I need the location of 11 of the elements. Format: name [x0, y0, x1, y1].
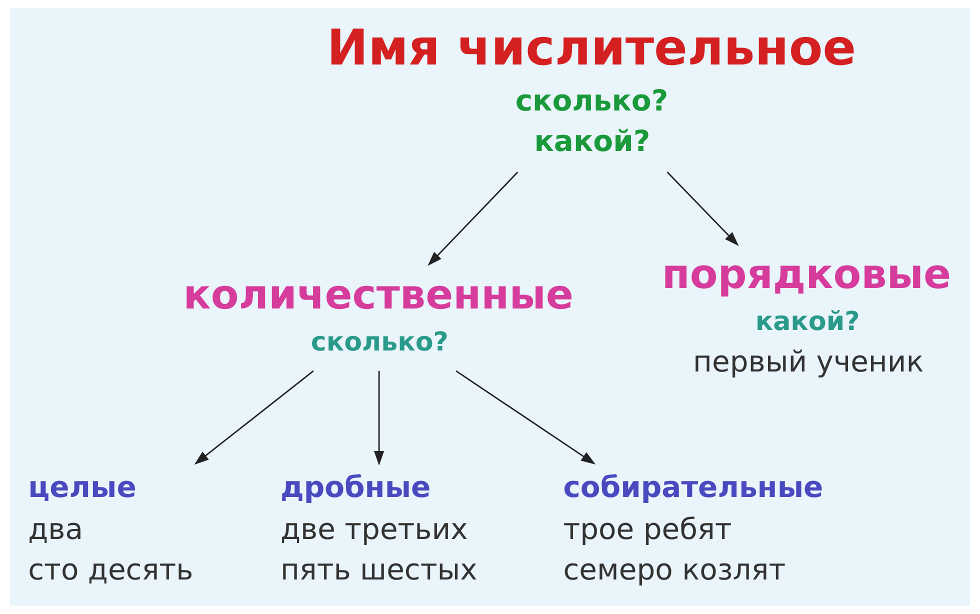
- arrow: [194, 370, 314, 465]
- node-text: Имя числительное сколько? какой?: [326, 18, 856, 158]
- node-text: целые два сто десять: [28, 470, 194, 587]
- node-text: собирательные трое ребят семеро козлят: [563, 470, 824, 587]
- node-text: дробные две третьих пять шестых: [280, 470, 478, 587]
- arrow: [374, 370, 384, 466]
- arrow: [456, 370, 596, 464]
- node-text: порядковые какой? первый ученик: [662, 250, 952, 379]
- arrow: [666, 172, 739, 246]
- arrow: [428, 172, 518, 266]
- node-text: количественные сколько?: [183, 270, 574, 358]
